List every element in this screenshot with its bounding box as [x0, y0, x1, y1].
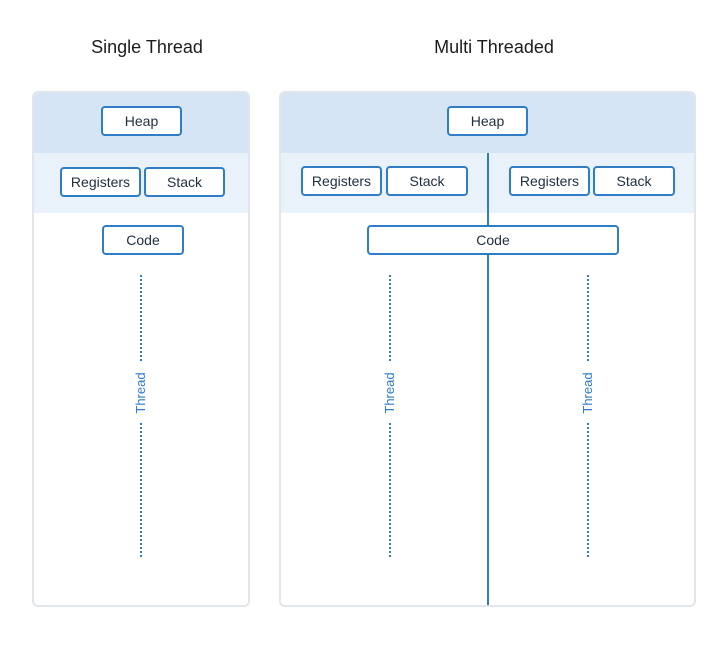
thread-label: Thread — [132, 363, 150, 423]
thread-label-2: Thread — [579, 363, 597, 423]
stack-box: Stack — [144, 167, 225, 197]
stack-box-thread-1: Stack — [386, 166, 468, 196]
code-box: Code — [367, 225, 619, 255]
single-thread-panel: Heap Registers Stack Code Thread — [32, 91, 250, 607]
code-box: Code — [102, 225, 184, 255]
single-thread-title: Single Thread — [91, 37, 203, 57]
registers-box-thread-1: Registers — [301, 166, 382, 196]
stack-box-thread-2: Stack — [593, 166, 675, 196]
heap-box: Heap — [101, 106, 182, 136]
registers-box-thread-2: Registers — [509, 166, 590, 196]
thread-divider — [487, 153, 489, 605]
heap-box: Heap — [447, 106, 528, 136]
multi-threaded-title: Multi Threaded — [434, 37, 554, 57]
multi-threaded-panel: Heap Registers Stack Registers Stack Cod… — [279, 91, 696, 607]
thread-label-1: Thread — [381, 363, 399, 423]
registers-box: Registers — [60, 167, 141, 197]
